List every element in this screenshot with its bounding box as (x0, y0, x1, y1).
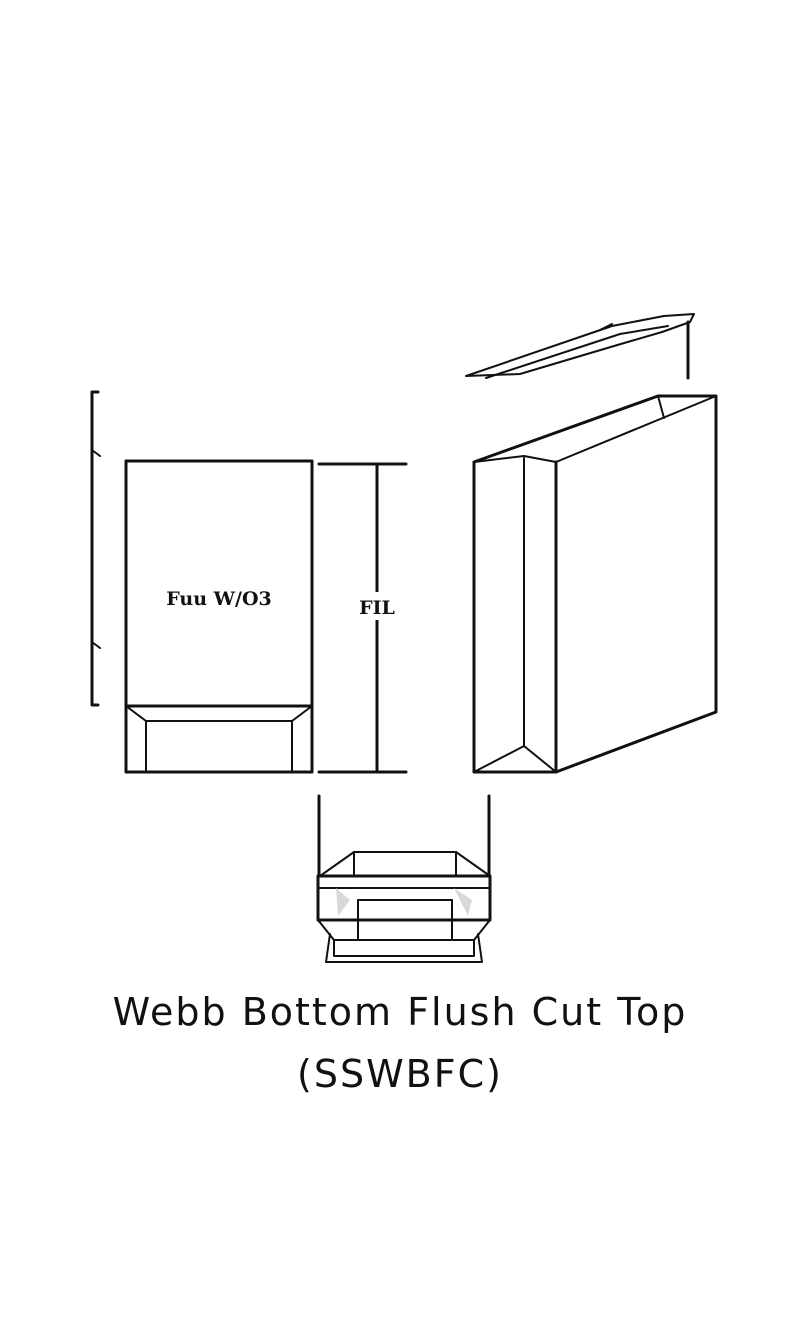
front-view-label: Fuu W/O3 (166, 588, 271, 610)
bag-bottom-view (316, 794, 492, 963)
diagram-code: (SSWBFC) (297, 1052, 503, 1096)
width-dimension-bracket (90, 390, 101, 707)
bag-perspective-view (465, 313, 718, 774)
height-dimension-label: FIL (359, 597, 395, 619)
diagram-title: Webb Bottom Flush Cut Top (112, 990, 688, 1034)
height-dimension: FIL (317, 462, 408, 774)
bag-front-view: Fuu W/O3 (124, 459, 314, 774)
